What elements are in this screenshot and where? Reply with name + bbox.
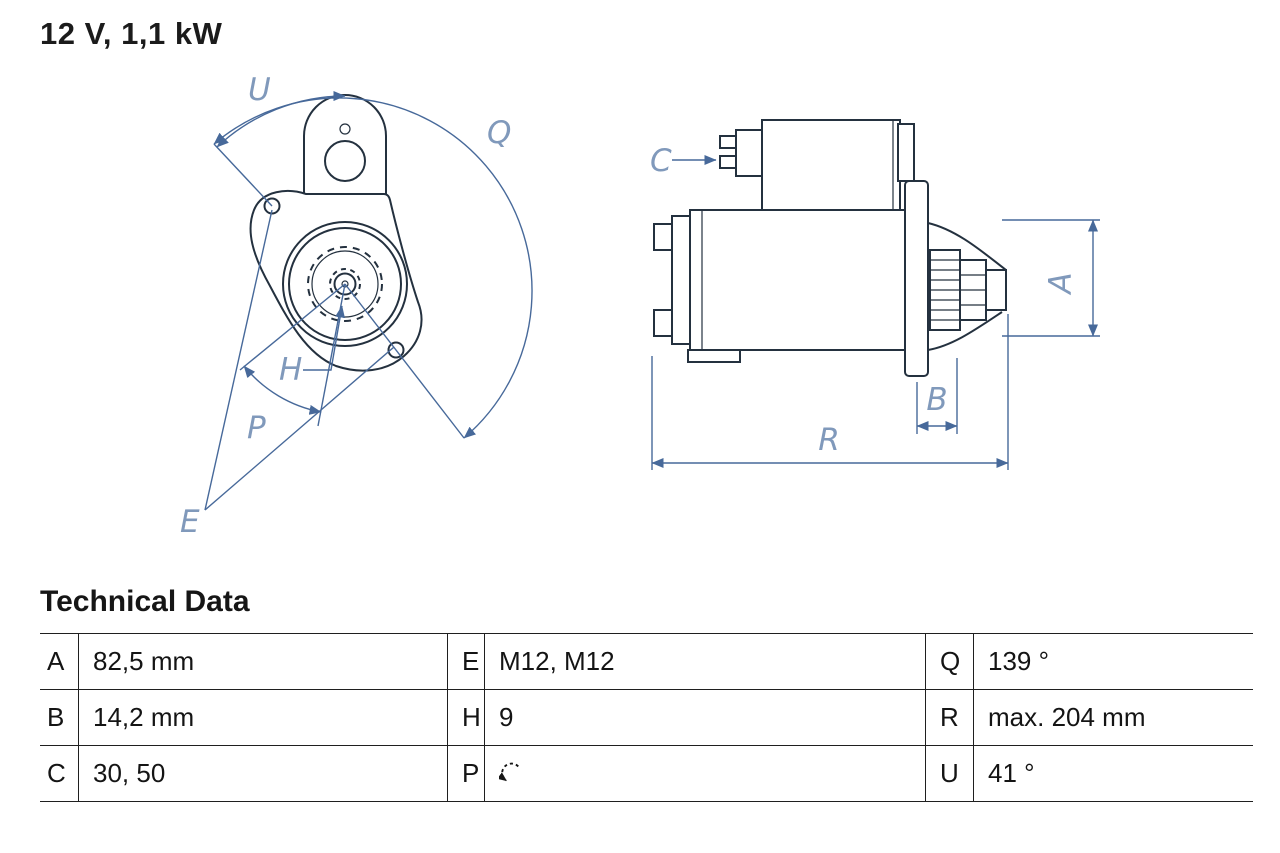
technical-data-table: A 82,5 mm E M12, M12 Q 139 ° B 14,2 mm H… bbox=[40, 633, 1253, 802]
label-q: Q bbox=[487, 115, 511, 151]
solenoid-body bbox=[761, 119, 901, 211]
label-p: P bbox=[247, 410, 266, 446]
starter-motor-diagram: U Q H P E bbox=[0, 58, 1280, 580]
leader-line-upper-left bbox=[213, 143, 273, 207]
table-key: U bbox=[925, 746, 973, 802]
table-key: A bbox=[40, 634, 78, 690]
terminal-stud-1 bbox=[719, 135, 737, 149]
solenoid-cap bbox=[897, 123, 915, 182]
label-e: E bbox=[180, 504, 200, 540]
table-value: 41 ° bbox=[973, 746, 1253, 802]
table-value: 30, 50 bbox=[78, 746, 447, 802]
label-h: H bbox=[279, 352, 302, 388]
table-value bbox=[484, 746, 925, 802]
label-a: A bbox=[1043, 272, 1079, 295]
drive-housing-bottom bbox=[927, 311, 1003, 351]
pinion-teeth-lines bbox=[930, 259, 960, 321]
label-u: U bbox=[248, 72, 271, 108]
table-key: Q bbox=[925, 634, 973, 690]
shaft-end bbox=[985, 269, 1007, 311]
end-tab-bottom bbox=[653, 309, 673, 337]
label-b: B bbox=[926, 382, 947, 418]
label-c: C bbox=[650, 143, 672, 179]
page-title: 12 V, 1,1 kW bbox=[40, 16, 223, 51]
table-key: P bbox=[447, 746, 484, 802]
end-tab-top bbox=[653, 223, 673, 251]
leader-e-2 bbox=[204, 346, 395, 511]
leader-e-1 bbox=[204, 209, 273, 511]
table-key: H bbox=[447, 690, 484, 746]
leader-h bbox=[303, 305, 345, 371]
technical-data-heading: Technical Data bbox=[40, 585, 250, 618]
table-value: 9 bbox=[484, 690, 925, 746]
dimension-arc-u bbox=[216, 91, 346, 148]
table-value: max. 204 mm bbox=[973, 690, 1253, 746]
table-key: R bbox=[925, 690, 973, 746]
table-key: C bbox=[40, 746, 78, 802]
front-view: U Q H P E bbox=[180, 72, 533, 540]
label-r: R bbox=[818, 422, 840, 458]
motor-body bbox=[689, 209, 913, 351]
table-value: 14,2 mm bbox=[78, 690, 447, 746]
terminal-block bbox=[735, 129, 763, 177]
mount-flange bbox=[904, 180, 929, 377]
collar-lines bbox=[960, 274, 986, 306]
drive-housing-top bbox=[927, 222, 1007, 271]
table-value: 82,5 mm bbox=[78, 634, 447, 690]
table-key: B bbox=[40, 690, 78, 746]
side-view: C A B R bbox=[650, 119, 1100, 470]
diagram-svg: U Q H P E bbox=[180, 72, 1100, 540]
table-key: E bbox=[447, 634, 484, 690]
mount-foot bbox=[687, 349, 741, 363]
rotation-line-1 bbox=[239, 283, 346, 371]
table-value: M12, M12 bbox=[484, 634, 925, 690]
angle-arc-p bbox=[243, 365, 322, 415]
table-value: 139 ° bbox=[973, 634, 1253, 690]
rotation-ccw-icon bbox=[499, 762, 519, 781]
terminal-stud-2 bbox=[719, 155, 737, 169]
end-cap bbox=[671, 215, 691, 345]
mounting-tab bbox=[303, 94, 387, 199]
